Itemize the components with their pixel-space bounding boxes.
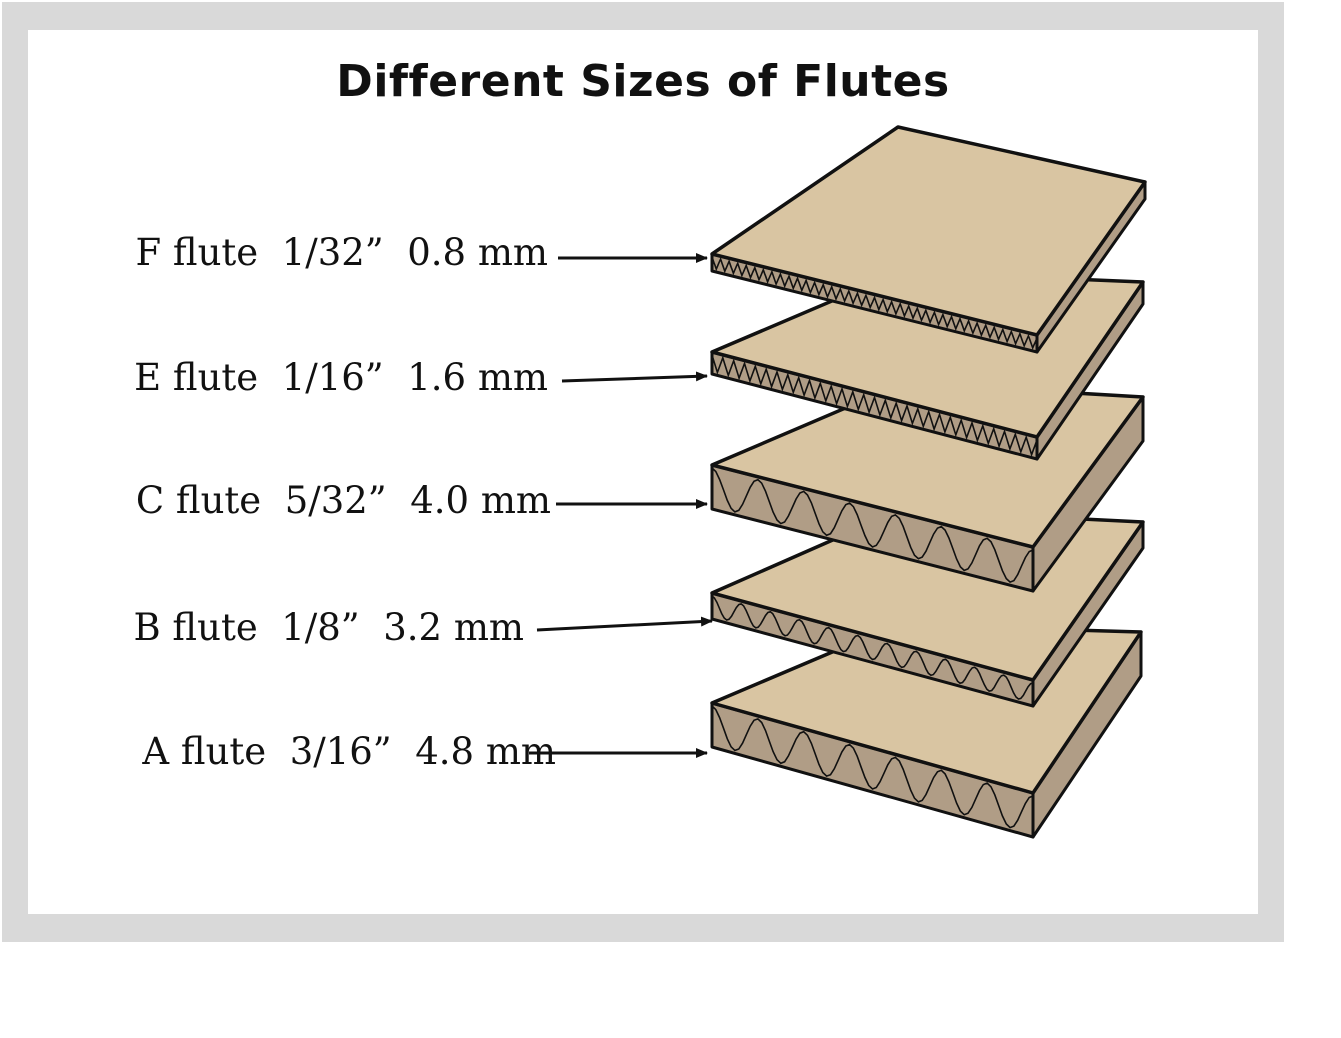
flute-corrugation xyxy=(711,595,1034,700)
pointer-arrow-1 xyxy=(561,371,708,383)
flute-corrugation xyxy=(711,467,1034,584)
board-stack xyxy=(710,125,1147,839)
diagram-title: Different Sizes of Flutes xyxy=(336,56,950,107)
flute-corrugation xyxy=(711,705,1034,829)
flute-label-0: F flute 1/32” 0.8 mm xyxy=(135,231,548,274)
arrow-group xyxy=(529,253,713,758)
flute-board-0 xyxy=(710,125,1147,354)
flute-corrugation xyxy=(711,354,1038,458)
flute-label-4: A flute 3/16” 4.8 mm xyxy=(141,730,556,773)
flute-label-2: C flute 5/32” 4.0 mm xyxy=(136,479,551,522)
label-group: F flute 1/32” 0.8 mm E flute 1/16” 1.6 mm… xyxy=(133,231,556,773)
pointer-arrow-3 xyxy=(536,616,713,632)
flute-label-3: B flute 1/8” 3.2 mm xyxy=(133,606,524,649)
board-top-face xyxy=(710,125,1147,337)
flute-corrugation xyxy=(711,256,1038,351)
flute-label-1: E flute 1/16” 1.6 mm xyxy=(134,356,548,399)
